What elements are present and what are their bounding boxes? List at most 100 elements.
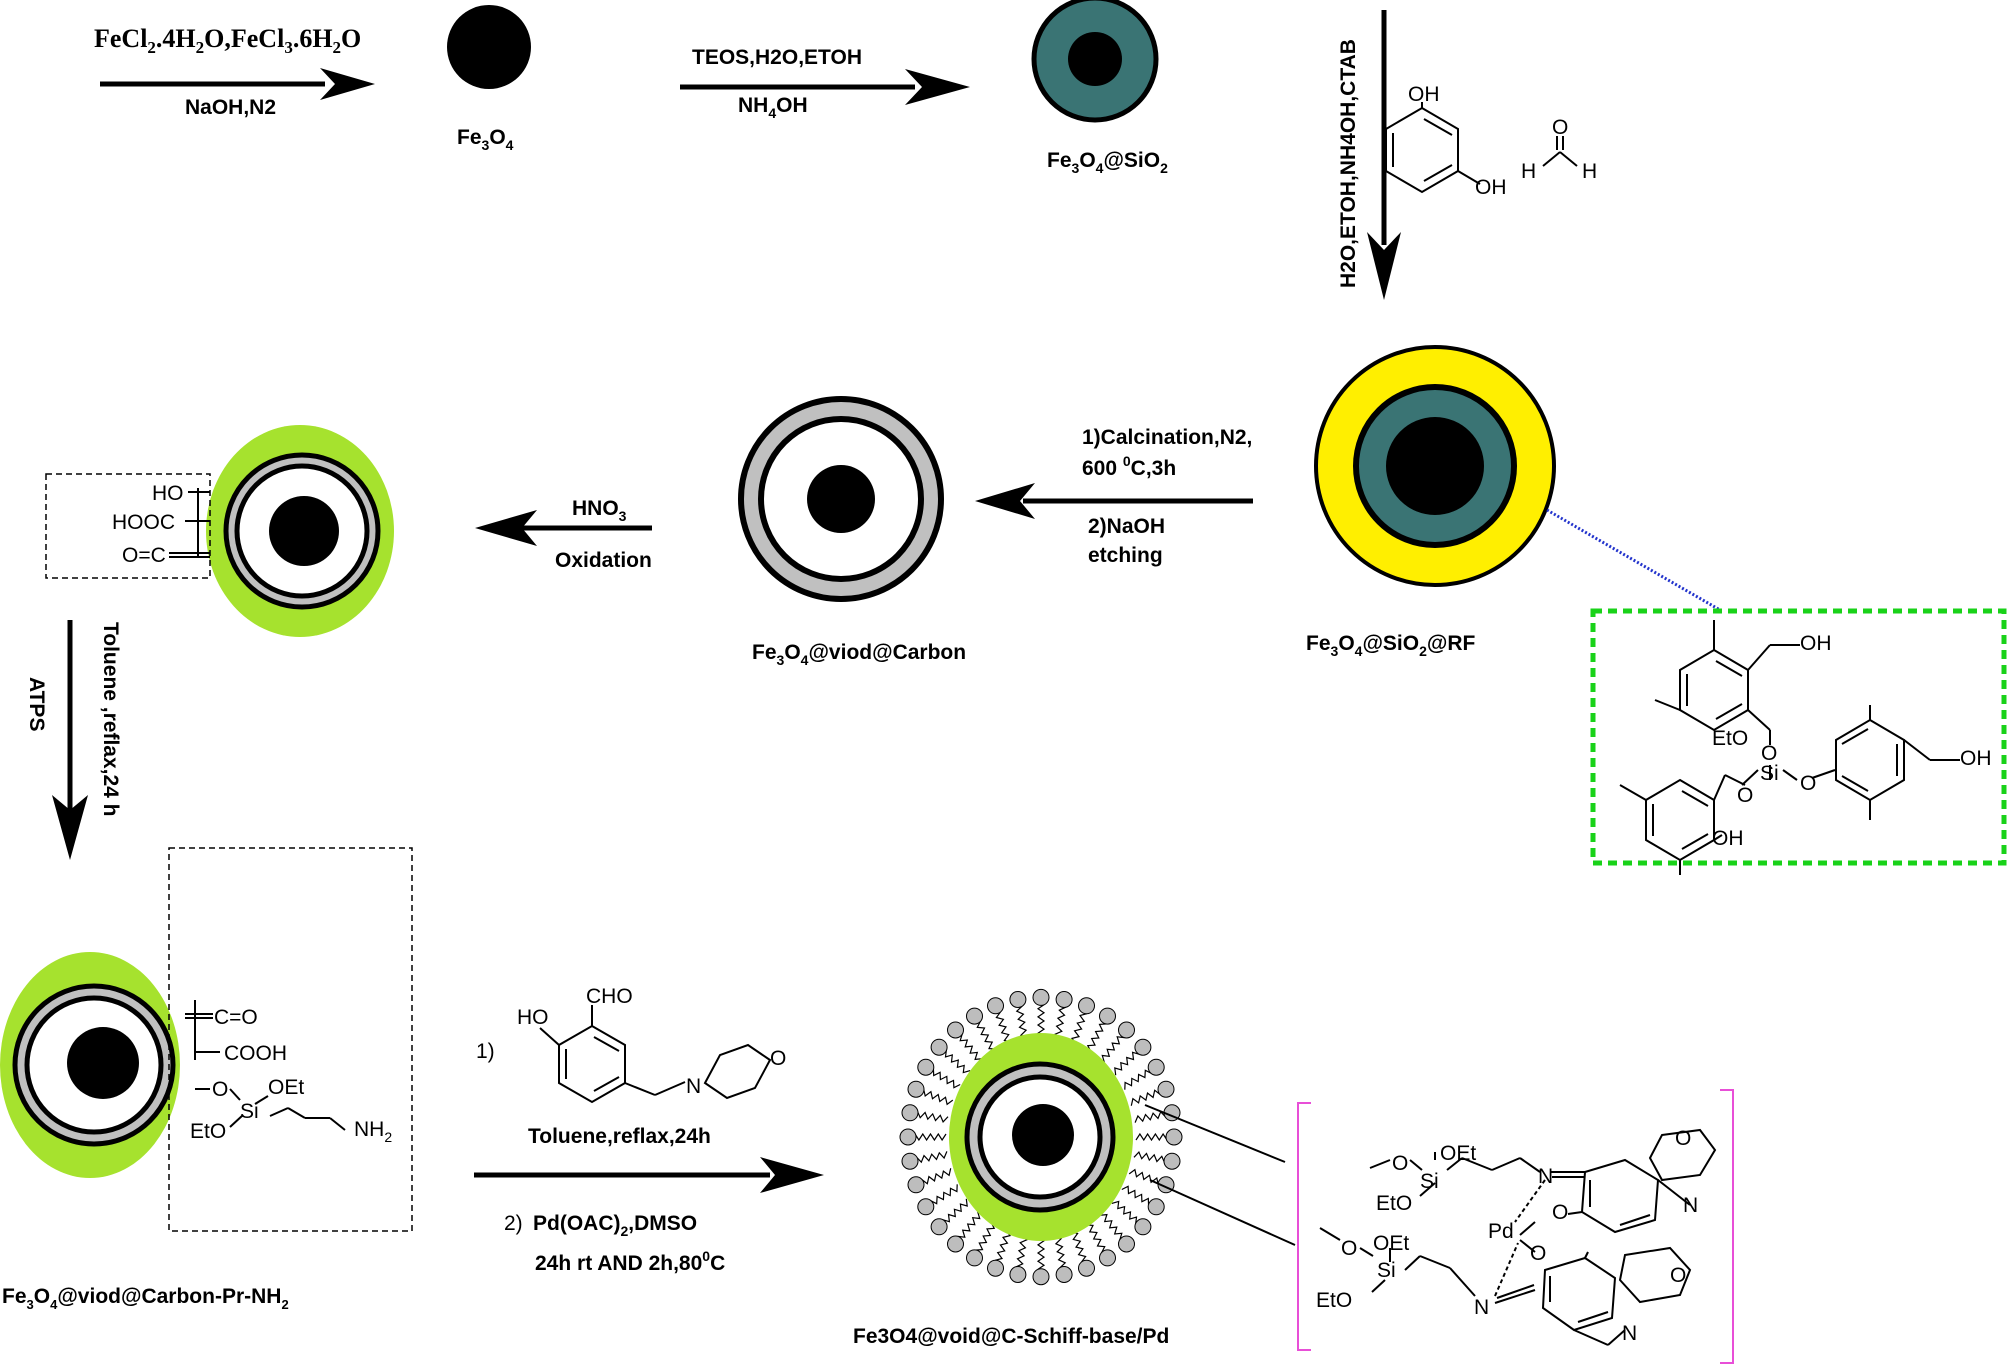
formaldehyde-h-right: H [1582,160,1597,183]
ligand-chain [1130,1089,1161,1106]
ligand-chain [932,1068,961,1089]
step4-line1: 1)Calcination,N2, [1082,426,1252,449]
step8-conditions1: Toluene,reflax,24h [528,1125,711,1148]
rf-zoom-link [1546,508,1721,612]
ligand-chain [1070,1231,1087,1263]
step5-oxidation: Oxidation [555,549,652,572]
ligand-head [917,1198,935,1216]
formaldehyde-o: O [1552,116,1568,139]
ligand-head [987,997,1004,1015]
prnh2-nh2: NH2 [354,1118,392,1145]
ligand-head [1099,1007,1116,1025]
ligand-chain [1054,1235,1067,1269]
rf-oh3: OH [1712,827,1744,850]
step4-line2: 600 0C,3h [1082,453,1176,480]
ligand-head [930,1038,948,1056]
pd-complex-group: OEt O Si EtO N O Pd O N O OEt O Si EtO N… [1297,1089,1734,1364]
formaldehyde-structure [1542,136,1578,167]
pd-o-morph1: O [1675,1127,1691,1150]
pd-n1: N [1538,1165,1553,1188]
ligand-head [1157,1080,1175,1098]
step8-num2: 2) [504,1212,523,1235]
prnh2-label: Fe3O4@viod@Carbon-Pr-NH2 [2,1285,289,1312]
zoom-line-bottom [1149,1179,1296,1246]
rf-eto: EtO [1712,727,1748,750]
ligand-chain [944,1049,971,1074]
ligand-head [930,1218,948,1236]
pd-o4: O [1341,1237,1357,1260]
ligand-chain [1085,1224,1106,1254]
aldehyde-ho: HO [517,1006,549,1029]
ligand-head [1009,1266,1027,1283]
step8-conditions3: 24h rt AND 2h,800C [535,1248,725,1275]
pd-n-morph1: N [1683,1194,1698,1217]
ligand-chain [942,1198,968,1223]
aldehyde-n: N [686,1075,701,1098]
ligand-chain [1114,1051,1140,1076]
ligand-chain [959,1033,983,1061]
ligand-head [1147,1198,1165,1216]
ligand-chain [976,1020,997,1050]
ligand-chain [1036,1004,1046,1038]
ligand-chain [994,1229,1012,1261]
step1-reagents: FeCl2.4H2O,FeCl3.6H2O [94,24,361,57]
ligand-chain [923,1088,954,1106]
ligand-chain [914,1132,947,1142]
pd-o2: O [1552,1201,1568,1224]
prnh2-eto: EtO [190,1120,226,1143]
ligand-head [947,1021,964,1039]
step3-group: H2O,ETOH,NH4OH,CTAB OH OH O H H [1337,10,1597,300]
ligand-head [966,1007,983,1025]
step8-num1: 1) [476,1040,495,1063]
ligand-head [1078,1259,1095,1277]
rf-o3: O [1800,772,1816,795]
rf-oh2: OH [1960,747,1992,770]
ligand-head [1055,1266,1073,1283]
pd-n-morph2: N [1622,1322,1637,1345]
ligand-chain [1121,1185,1150,1206]
ligand-head [947,1235,964,1253]
pd-oet2: OEt [1373,1232,1409,1255]
ligand-head [1134,1218,1152,1236]
pd-eto2: EtO [1316,1289,1352,1312]
ligand-head [901,1152,919,1170]
step6-group: Toluene ,reflax,24 h ATPS [25,620,122,860]
aldehyde-o: O [770,1047,786,1070]
ligand-head [1055,991,1073,1008]
ligand-ring [899,988,1183,1286]
ligand-head [1078,997,1095,1015]
ligand-head [1099,1249,1116,1267]
ligand-head [1118,1235,1135,1253]
step4-arrowhead [975,483,1035,519]
prnh2-si: Si [240,1100,259,1123]
ligand-head [1032,988,1050,1006]
ligand-chain [1135,1132,1168,1142]
ligand-head [1163,1152,1181,1170]
ligand-head [901,1104,919,1122]
rf-core [1386,417,1484,515]
oxidized-carbon-group: HO HOOC O=C [45,425,394,637]
rf-bonds [1619,620,1960,875]
pd-pd: Pd [1488,1220,1514,1243]
step8-conditions2: Pd(OAC)2,DMSO [533,1212,697,1239]
step4-line4: etching [1088,544,1163,567]
step3-arrowhead [1367,232,1401,300]
ligand-chain [1015,1005,1028,1039]
ligand-chain [921,1168,952,1185]
pd-si2: Si [1377,1259,1396,1282]
ligand-head [1147,1058,1165,1076]
oxidized-ho: HO [152,482,184,505]
fe3o4-sio2-rf-label: Fe3O4@SiO2@RF [1306,632,1476,659]
pd-si1: Si [1420,1170,1439,1193]
step4-line3: 2)NaOH [1088,515,1165,538]
ligand-chain [975,1221,996,1251]
step5-reagent: HNO3 [572,497,627,524]
ligand-head [1118,1021,1135,1039]
oxidized-groups-box [45,473,211,579]
step6-conditions: Toluene ,reflax,24 h [99,622,122,817]
ligand-chain [1015,1234,1028,1268]
pd-eto1: EtO [1376,1192,1412,1215]
pd-n2: N [1474,1296,1489,1319]
step5-group: HNO3 Oxidation [475,497,652,572]
